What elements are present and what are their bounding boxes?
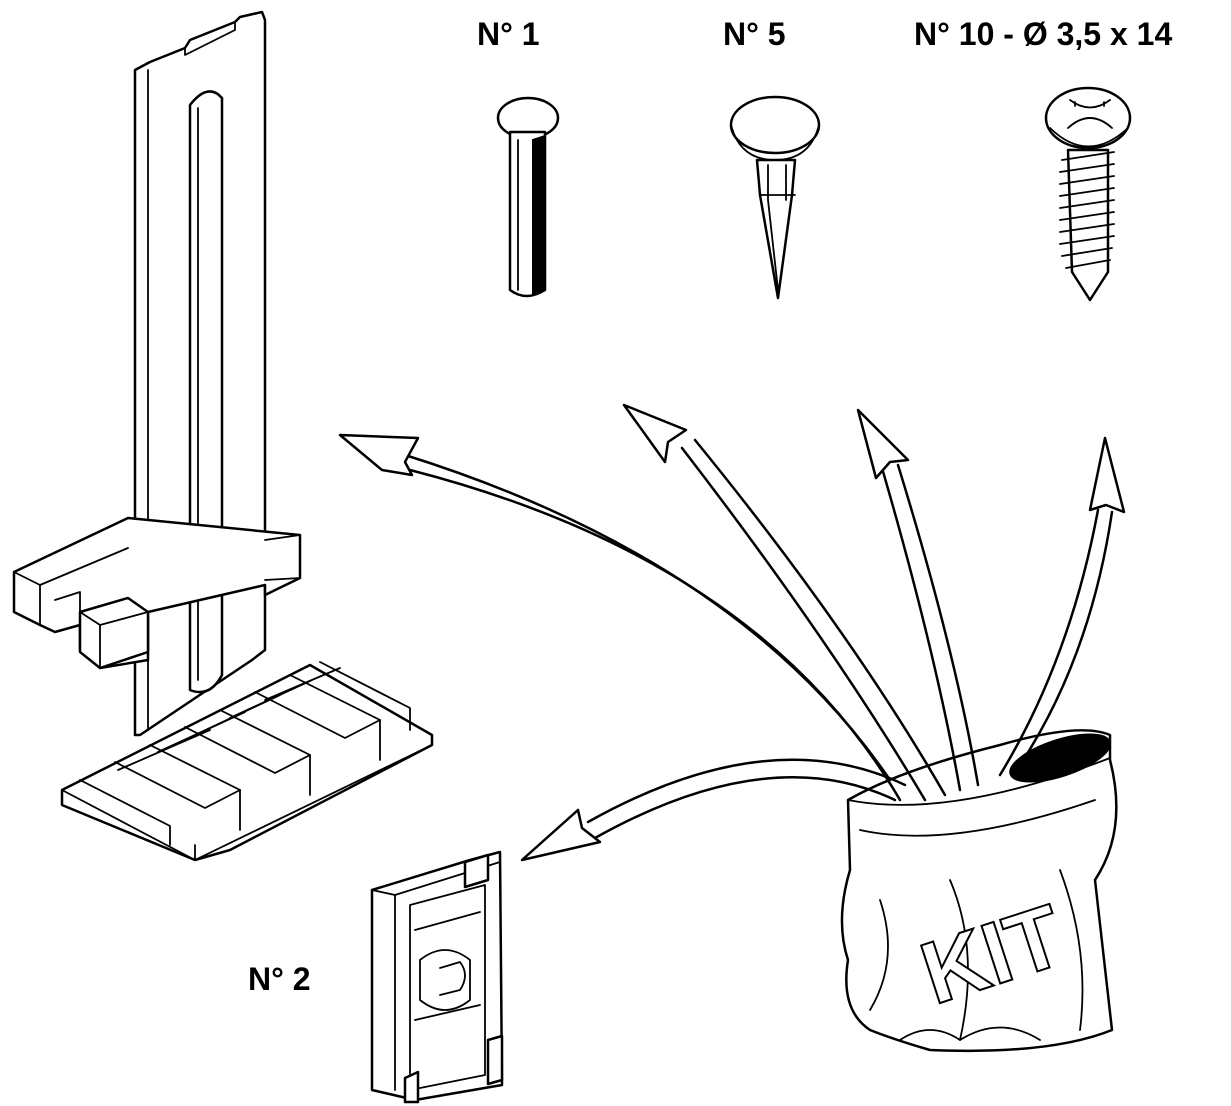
screw-part-10 xyxy=(1044,86,1132,302)
label-part-1: N° 1 xyxy=(477,16,540,52)
push-nail-part-5 xyxy=(729,95,821,300)
label-part-10: N° 10 - Ø 3,5 x 14 xyxy=(914,16,1173,52)
pin-part-1 xyxy=(496,96,560,298)
clip-part-2 xyxy=(370,850,504,1104)
arrows xyxy=(338,403,1126,862)
kit-bag: KIT xyxy=(840,729,1118,1053)
label-part-5: N° 5 xyxy=(723,16,786,52)
bracket-assembly xyxy=(12,10,434,862)
label-part-2: N° 2 xyxy=(248,961,311,997)
